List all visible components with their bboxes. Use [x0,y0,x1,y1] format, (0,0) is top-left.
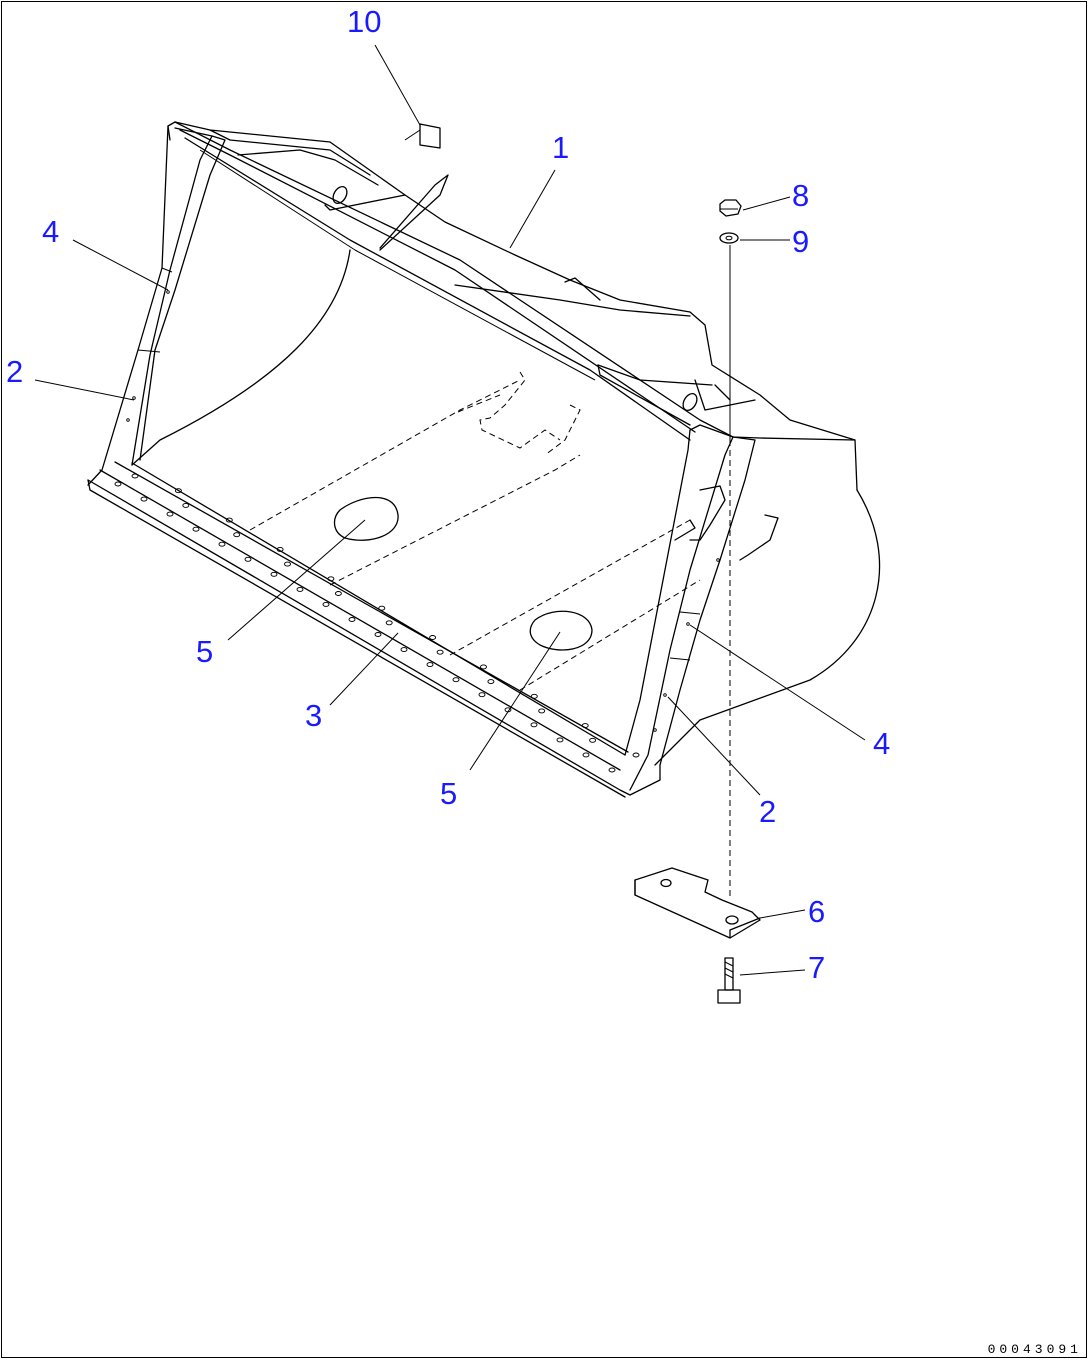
bolt-hole [400,647,408,653]
wear-patches [333,496,593,651]
bolt-hole [436,649,444,655]
bolt-hole [174,488,182,494]
bolt-hole [348,617,356,622]
callout-6: 6 [808,894,825,929]
bolt-hole [581,723,589,729]
callout-2-left: 2 [6,354,23,389]
bolt-hole [582,752,590,758]
bolt-hole [632,752,640,758]
cutting-edge-bolt-holes [114,473,640,773]
cutting-edge [87,461,661,798]
bolt-hole [327,576,335,582]
bolt-hole [140,496,148,502]
callout-5-right: 5 [440,776,457,811]
callout-10: 10 [347,4,381,39]
callout-9: 9 [792,224,809,259]
bolt-hole [296,586,304,592]
bolt-hole [182,502,190,508]
bolt-hole [131,473,139,479]
bolt-hole [530,722,538,728]
callout-1: 1 [552,130,569,165]
bolt-hole [478,692,486,698]
callout-4-left: 4 [42,214,59,249]
callout-2-right: 2 [759,794,776,829]
hardware [404,123,761,1004]
callout-5-left: 5 [196,634,213,669]
left-side-plate [87,125,351,486]
right-side-plate [624,424,779,791]
bolt-hole [556,737,564,743]
bolt-hole [225,517,233,523]
leader-lines [34,44,866,976]
drawing-code: 00043091 [987,1342,1082,1357]
hidden-wear-plates [249,371,701,691]
bolt-hole [538,708,546,714]
bolt-hole [608,767,616,773]
top-lip [174,121,734,441]
callout-7: 7 [808,950,825,985]
bolt-hole [218,541,226,547]
bolt-hole [426,662,434,668]
bolt-hole [166,511,174,517]
bolt-hole [589,737,597,743]
bolt-hole [378,605,386,611]
bolt-hole [233,532,241,538]
callouts: 10 1 8 9 4 2 5 3 5 4 2 6 7 [6,4,890,985]
callout-4-right: 4 [873,726,890,761]
bolt-hole [487,679,495,685]
bucket-body [167,121,881,766]
bolt-hole [429,635,437,640]
bolt-hole [385,620,393,626]
callout-3: 3 [305,698,322,733]
bolt-hole [334,591,342,596]
bolt-hole [284,561,291,567]
bolt-hole [480,664,487,670]
callout-8: 8 [792,178,809,213]
bolt-hole [452,677,460,683]
bolt-hole [114,481,122,487]
bolt-hole [192,526,200,532]
bolt-hole [374,632,382,637]
bolt-hole [270,571,278,577]
bolt-hole [530,693,538,699]
bolt-hole [276,546,284,552]
bolt-hole [322,601,330,607]
bolt-hole [244,556,252,562]
